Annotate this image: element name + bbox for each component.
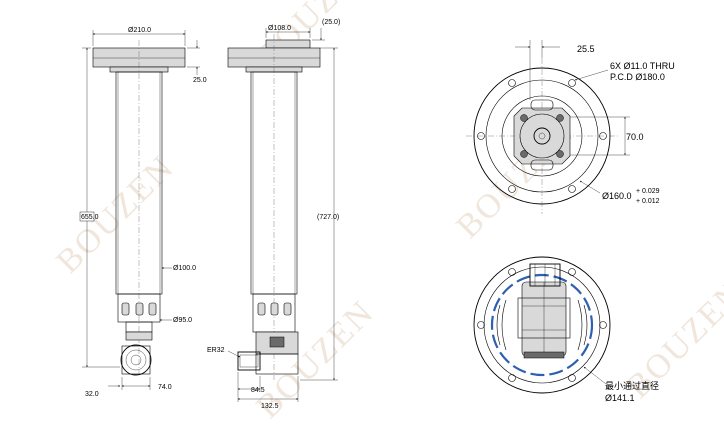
front-view: Ø210.0 25.0 655.0 Ø100.0 Ø95.0 74.0 32.0	[79, 27, 207, 398]
side-view: Ø108.0 (25.0) (727.0) ER32 84.5 132.5	[207, 19, 340, 410]
dim-total-length: (727.0)	[317, 214, 339, 221]
top-inner-plate	[513, 107, 571, 165]
dim-tube-dia: Ø100.0	[173, 265, 196, 272]
front-bottom-head	[120, 344, 152, 376]
dim-top-thk: (25.0)	[322, 19, 340, 26]
tol-minus: + 0.012	[636, 198, 660, 205]
dim-top-dia: Ø108.0	[268, 25, 291, 32]
top-view: 25.5 6X Ø11.0 THRU P.C.D Ø180.0 70.0 Ø16…	[466, 40, 675, 214]
dim-length: 655.0	[81, 214, 99, 221]
holes-spec-line1: 6X Ø11.0 THRU	[610, 61, 675, 71]
tol-plus: + 0.029	[636, 188, 660, 195]
holes-spec-line2: P.C.D Ø180.0	[610, 72, 665, 82]
dim-bottom-offset: 32.0	[85, 391, 99, 398]
dim-lower-dia: Ø95.0	[173, 317, 192, 324]
dim-min-bore: Ø141.1	[605, 393, 635, 403]
min-bore-circle	[490, 273, 594, 377]
dim-width-b: 132.5	[261, 403, 279, 410]
dim-flange-dia: Ø210.0	[128, 27, 151, 34]
bottom-flange-outer	[473, 256, 611, 394]
er32-connector	[237, 351, 261, 371]
dim-offset: 25.5	[577, 44, 595, 54]
dim-flange-thk: 25.0	[193, 77, 207, 84]
bottom-view: 最小通过直径 Ø141.1	[473, 256, 659, 403]
dim-square: 70.0	[626, 132, 644, 142]
connector-label: ER32	[207, 347, 225, 354]
dim-bottom-width: 74.0	[158, 384, 172, 391]
dim-width-a: 84.5	[251, 387, 265, 394]
dim-pilot-dia: Ø160.0	[602, 191, 632, 201]
min-bore-label: 最小通过直径	[605, 380, 659, 391]
